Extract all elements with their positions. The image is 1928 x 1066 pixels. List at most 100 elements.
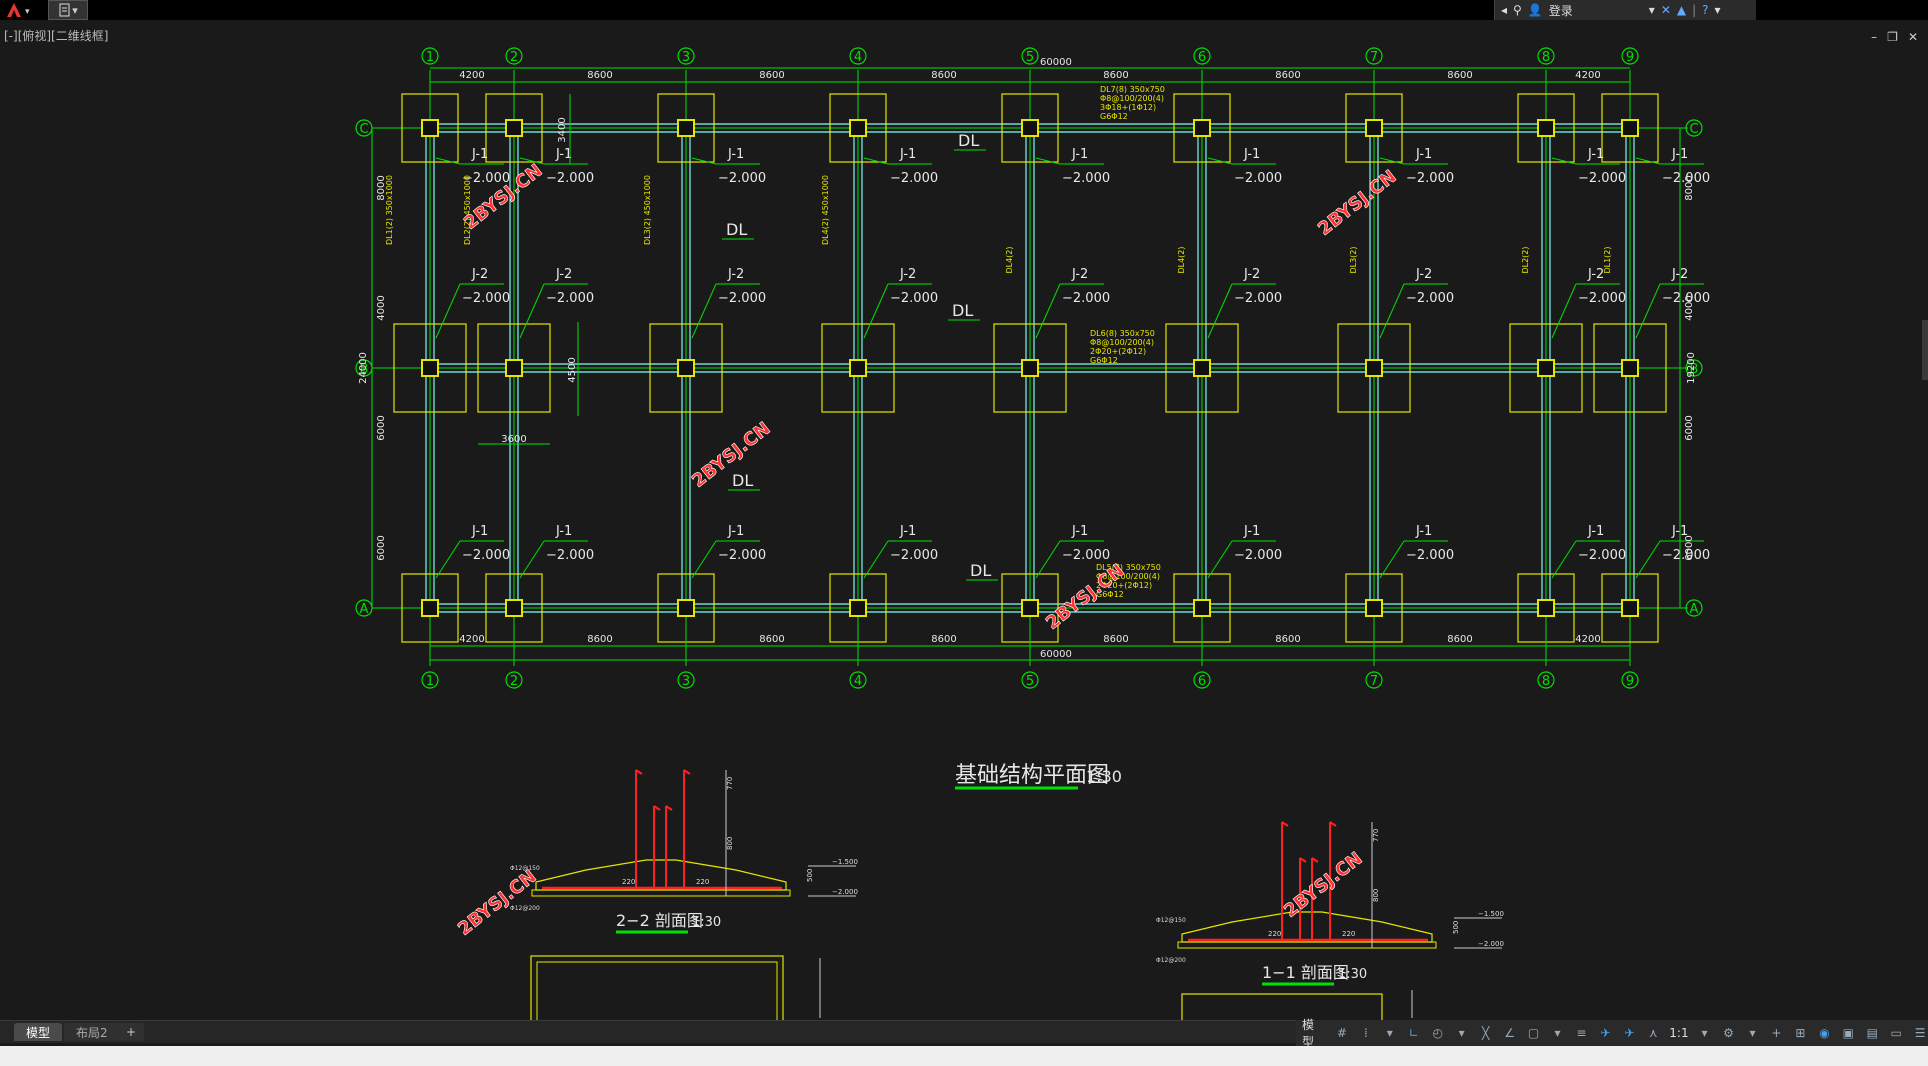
- app-logo-icon[interactable]: ▾: [0, 0, 36, 20]
- beam-note-line: G6Φ12: [1096, 590, 1124, 599]
- dimension-span: 8600: [1447, 70, 1472, 81]
- vertical-beam-note: DL4(2) 450x1000: [821, 175, 830, 245]
- section-2-2-rebar-hook: [683, 769, 691, 775]
- scale-value[interactable]: 1:1: [1669, 1026, 1689, 1040]
- polar-icon[interactable]: ◴: [1432, 1026, 1443, 1040]
- footing-type-label: J-1: [899, 524, 916, 539]
- section-2-2-scale: 1:30: [692, 915, 721, 930]
- column: [1193, 599, 1211, 617]
- footing-type-label: J-1: [471, 524, 488, 539]
- footing-j1: [657, 93, 715, 163]
- login-button[interactable]: 登录: [1548, 3, 1573, 18]
- vertical-scrollbar[interactable]: [1922, 320, 1928, 380]
- annotation-scale-icon[interactable]: ⋏: [1648, 1026, 1658, 1040]
- column: [1537, 599, 1555, 617]
- minimize-button[interactable]: –: [1871, 30, 1878, 44]
- help-dropdown-icon[interactable]: ▾: [1714, 3, 1721, 17]
- axis-number-6: 6: [1198, 50, 1206, 65]
- add-layout-button[interactable]: +: [118, 1023, 145, 1041]
- grid-icon[interactable]: #: [1336, 1026, 1347, 1040]
- a360-icon[interactable]: ▲: [1676, 3, 1687, 17]
- lineweight-icon[interactable]: ≡: [1576, 1026, 1587, 1040]
- column: [1621, 599, 1639, 617]
- footing-j2: [993, 323, 1067, 413]
- dimension-left: 6000: [376, 535, 387, 560]
- footing-type-label: J-1: [1587, 147, 1604, 162]
- viewport-label[interactable]: [-][俯视][二维线框]: [4, 29, 109, 43]
- login-dropdown-icon[interactable]: ▾: [1648, 3, 1655, 17]
- leader-line: [1551, 157, 1577, 165]
- axis-bubble-6: [1193, 47, 1211, 65]
- footing-elevation: −2.000: [1406, 171, 1454, 186]
- osnap-dropdown-icon[interactable]: ▾: [1554, 1026, 1561, 1040]
- tab-model[interactable]: 模型: [14, 1023, 63, 1041]
- fullscreen-icon[interactable]: ▭: [1890, 1026, 1902, 1040]
- column: [849, 359, 867, 377]
- footing-j1: [401, 93, 459, 163]
- plus-icon[interactable]: +: [1771, 1026, 1782, 1040]
- quick-access-button[interactable]: ▾: [48, 0, 88, 20]
- customize-menu-icon[interactable]: ☰: [1914, 1026, 1926, 1040]
- exchange-icon[interactable]: ✕: [1660, 3, 1671, 17]
- footing-type-label: J-1: [555, 147, 572, 162]
- snap-icon[interactable]: ⁞: [1363, 1026, 1368, 1040]
- auto-scale-icon[interactable]: ✈: [1624, 1026, 1635, 1040]
- dimension-span: 8600: [931, 70, 956, 81]
- user-icon: 👤: [1527, 3, 1543, 17]
- section-2-2-dim-800: 800: [726, 837, 734, 850]
- dimension-span: 4200: [1575, 70, 1600, 81]
- footing-elevation: −2.000: [1662, 291, 1710, 306]
- ortho-icon[interactable]: ∟: [1408, 1026, 1419, 1040]
- column: [677, 359, 695, 377]
- tab-layout2[interactable]: 布局2: [64, 1023, 120, 1041]
- leader-line: [1379, 157, 1405, 165]
- left-arrow-icon[interactable]: ◂: [1501, 3, 1508, 17]
- binoculars-icon[interactable]: ⚲: [1513, 3, 1522, 17]
- column: [1365, 119, 1383, 137]
- workspace-dropdown-icon[interactable]: ▾: [1749, 1026, 1756, 1040]
- footing-j2: [477, 323, 551, 413]
- column: [505, 599, 523, 617]
- model-space-button[interactable]: 模型: [1302, 1018, 1315, 1049]
- footing-elevation: −2.000: [462, 548, 510, 563]
- leader-line: [1207, 157, 1233, 165]
- section-2-2-rebar-spec-b: Φ12@200: [510, 905, 540, 912]
- units-icon[interactable]: ⊞: [1795, 1026, 1806, 1040]
- help-icon[interactable]: ?: [1702, 3, 1709, 17]
- leader-line: [691, 540, 717, 579]
- scale-dropdown-icon[interactable]: ▾: [1701, 1026, 1708, 1040]
- dimension-right: 6000: [1684, 535, 1695, 560]
- axis-bubble-6: [1193, 671, 1211, 689]
- dimension-span: 8600: [587, 70, 612, 81]
- section-1-1-rebar-hook: [1329, 821, 1337, 827]
- footing-elevation: −2.000: [546, 171, 594, 186]
- footing-type-label: J-1: [1587, 524, 1604, 539]
- section-2-2-title: 2−2 剖面图: [616, 911, 703, 930]
- isolate-icon[interactable]: ◉: [1819, 1026, 1830, 1040]
- dimension-span: 4200: [1575, 634, 1600, 645]
- section-1-1-rebar-hook: [1311, 857, 1319, 863]
- hardware-accel-icon[interactable]: ▣: [1842, 1026, 1854, 1040]
- section-1-1-rebar-hook: [1299, 857, 1307, 863]
- osnap-icon[interactable]: ∠: [1504, 1026, 1515, 1040]
- footing-elevation: −2.000: [890, 548, 938, 563]
- dl-beam-label: DL: [970, 561, 991, 580]
- axis-number-3: 3: [682, 674, 690, 689]
- footing-j1: [1517, 93, 1575, 163]
- restore-button[interactable]: ❐: [1887, 30, 1898, 44]
- annotation-visibility-icon[interactable]: ✈: [1600, 1026, 1611, 1040]
- object-snap-icon[interactable]: ▢: [1527, 1026, 1540, 1040]
- section-1-1-title: 1−1 剖面图: [1262, 963, 1349, 982]
- polar-dropdown-icon[interactable]: ▾: [1458, 1026, 1465, 1040]
- workspace-gear-icon[interactable]: ⚙: [1723, 1026, 1734, 1040]
- snap-dropdown-icon[interactable]: ▾: [1386, 1026, 1393, 1040]
- title-bar: ▾ ▾ ◂ ⚲ 👤 登录 ▾ ✕ ▲ | ? ▾: [0, 0, 1928, 20]
- axis-letter-C: C: [359, 122, 368, 137]
- close-button[interactable]: ✕: [1907, 30, 1918, 44]
- axis-number-9: 9: [1626, 50, 1634, 65]
- status-bar: 模型 # ⁞ ▾ ∟ ◴ ▾ ╳ ∠ ▢ ▾ ≡ ✈ ✈ ⋏ 1:1 ▾ ⚙ ▾…: [1296, 1018, 1928, 1049]
- isodraft-icon[interactable]: ╳: [1482, 1026, 1490, 1040]
- properties-icon[interactable]: ▤: [1866, 1026, 1878, 1040]
